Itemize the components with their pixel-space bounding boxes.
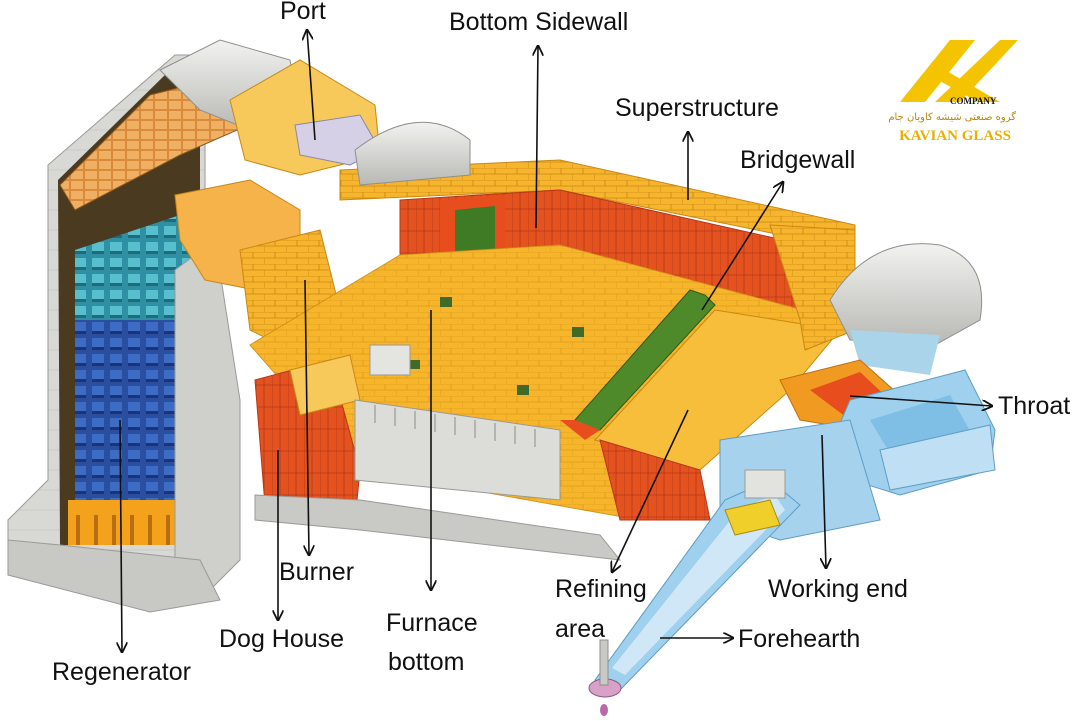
- label-bottom-sidewall: Bottom Sidewall: [449, 8, 628, 36]
- label-dog-house: Dog House: [219, 625, 344, 653]
- label-port: Port: [280, 0, 326, 25]
- arrow-working-end: [822, 434, 826, 568]
- label-working-end: Working end: [768, 575, 908, 603]
- working-end-drawing: [588, 243, 996, 716]
- regenerator-drawing: [7, 54, 261, 613]
- label-refining-area-line2: area: [555, 615, 605, 643]
- arrow-port: [307, 30, 316, 141]
- arrow-bridgewall: [701, 182, 783, 311]
- label-refining-area-line1: Refining: [555, 575, 647, 603]
- arrow-burner: [305, 279, 309, 555]
- logo-name: KAVIAN GLASS: [899, 128, 1011, 144]
- arrow-throat: [849, 395, 992, 406]
- label-regenerator: Regenerator: [52, 658, 191, 686]
- kavian-glass-logo: KGC COMPANY گروه صنعتی شیشه کاویان جام K…: [888, 40, 1018, 144]
- logo-persian-line: گروه صنعتی شیشه کاویان جام: [888, 111, 1016, 123]
- label-bridgewall: Bridgewall: [740, 146, 855, 174]
- label-throat: Throat: [998, 392, 1070, 420]
- label-burner: Burner: [279, 558, 354, 586]
- labels: Port Bottom Sidewall Superstructure Brid…: [52, 0, 1070, 686]
- logo-company: COMPANY: [950, 96, 997, 106]
- melter-drawing: [249, 121, 856, 561]
- label-furnace-bottom-line2: bottom: [388, 648, 464, 676]
- port-drawing: [159, 39, 381, 351]
- label-superstructure: Superstructure: [615, 94, 779, 122]
- leader-lines: [120, 30, 992, 652]
- arrow-bottom-sidewall: [536, 46, 538, 229]
- arrow-refining-area: [612, 409, 689, 572]
- label-forehearth: Forehearth: [738, 625, 860, 653]
- arrow-regenerator: [120, 419, 122, 652]
- label-furnace-bottom-line1: Furnace: [386, 609, 478, 637]
